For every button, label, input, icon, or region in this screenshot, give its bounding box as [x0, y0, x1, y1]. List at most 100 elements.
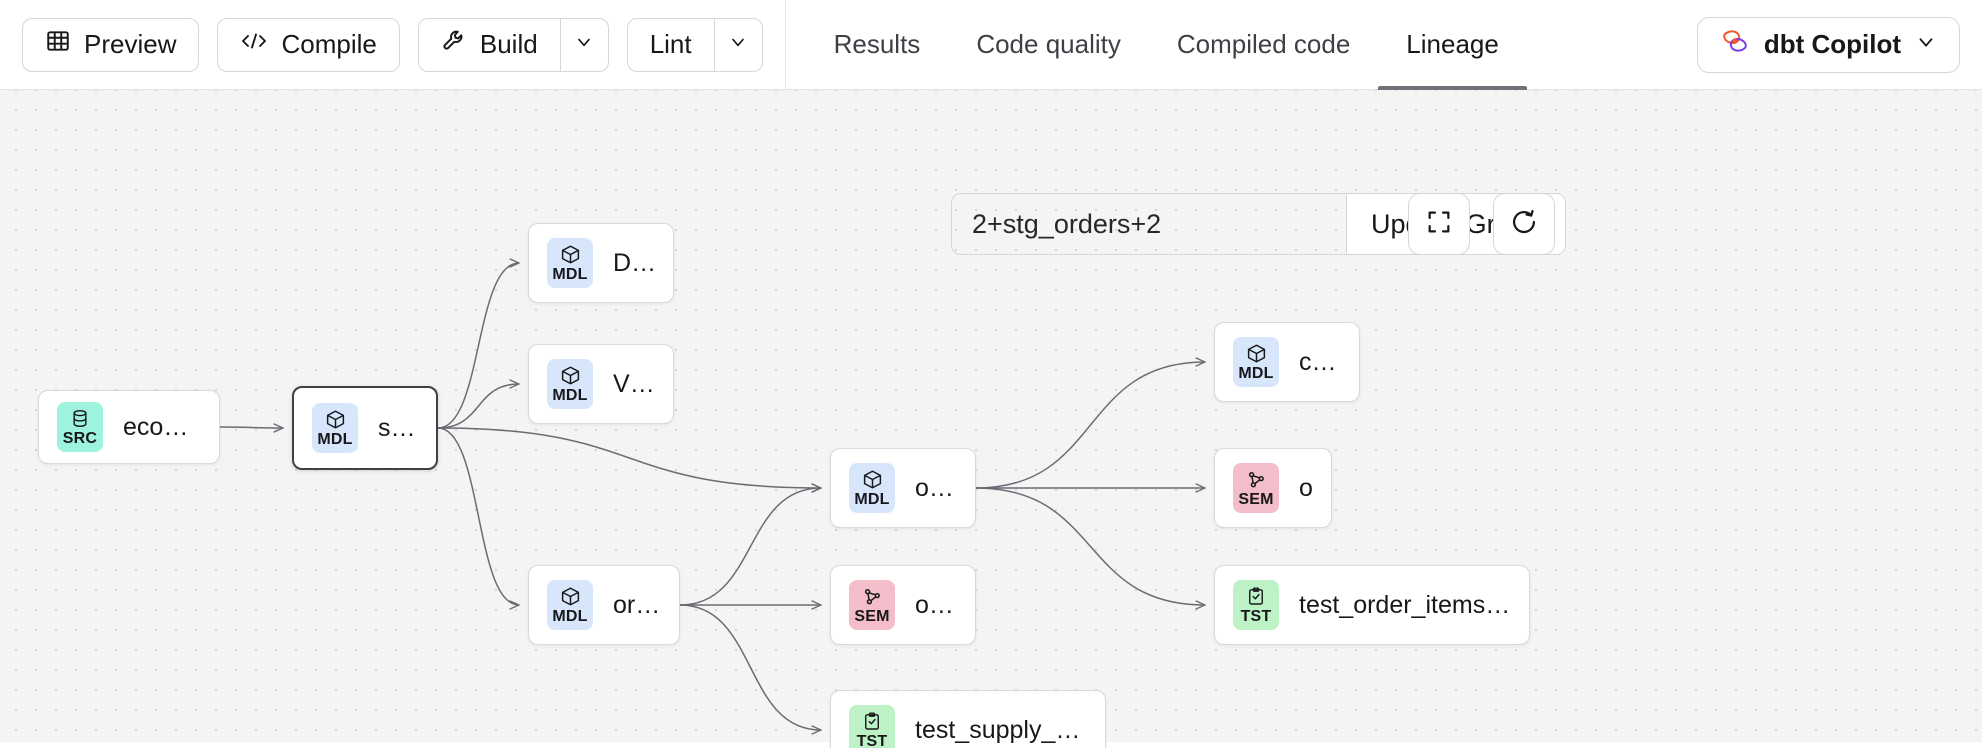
node-type-label: SRC	[62, 429, 98, 447]
tab-code-quality[interactable]: Code quality	[948, 0, 1149, 90]
lineage-node-order-item[interactable]: SEM order_item	[830, 565, 976, 645]
node-type-label: MDL	[317, 430, 353, 448]
semantic-icon	[861, 586, 883, 608]
clipboard-check-icon	[1246, 586, 1266, 608]
semantic-icon	[1245, 469, 1267, 491]
top-toolbar: Preview Compile Build	[0, 0, 1982, 90]
lineage-node-customers[interactable]: MDL customers	[1214, 322, 1360, 402]
compile-button[interactable]: Compile	[217, 17, 400, 72]
node-label: orders	[915, 473, 957, 502]
node-type-badge-mdl: MDL	[547, 580, 593, 630]
node-type-badge-mdl: MDL	[849, 463, 895, 513]
tab-lineage-label: Lineage	[1406, 29, 1499, 59]
lint-button[interactable]: Lint	[628, 19, 714, 71]
graph-selector-input[interactable]	[952, 194, 1346, 254]
node-type-badge-src: SRC	[57, 402, 103, 452]
node-type-badge-mdl: MDL	[312, 403, 358, 453]
database-icon	[70, 408, 90, 430]
lineage-edge	[679, 604, 821, 730]
chevron-down-icon	[728, 32, 748, 57]
lineage-node-ecom-raw-orders[interactable]: SRC ecom.raw_orders	[38, 390, 220, 464]
preview-button[interactable]: Preview	[22, 17, 200, 72]
fullscreen-icon	[1425, 208, 1453, 241]
lineage-edge	[219, 427, 283, 428]
build-label: Build	[479, 29, 538, 59]
dbt-copilot-label: dbt Copilot	[1763, 29, 1901, 59]
node-type-label: TST	[1240, 607, 1272, 625]
node-type-badge-sem: SEM	[849, 580, 895, 630]
lint-dropdown-toggle[interactable]	[713, 18, 762, 71]
lint-label: Lint	[649, 29, 692, 59]
lineage-node-ve-demo[interactable]: MDL VE_Demo	[528, 344, 674, 424]
build-split-button: Build	[417, 17, 609, 72]
node-type-label: MDL	[552, 265, 588, 283]
node-type-badge-sem: SEM	[1233, 463, 1279, 513]
cube-icon	[1246, 343, 1267, 365]
code-icon	[240, 29, 268, 60]
cube-icon	[862, 469, 883, 491]
cube-icon	[560, 586, 581, 608]
tab-results-label: Results	[833, 29, 921, 59]
node-type-badge-tst: TST	[849, 705, 895, 748]
lineage-node-order-items[interactable]: MDLorder_items	[528, 565, 680, 645]
chevron-down-icon	[574, 32, 594, 57]
view-tabs: Results Code quality Compiled code Linea…	[806, 0, 1527, 90]
lineage-node-stg-orders[interactable]: MDL stg_orders	[292, 386, 438, 470]
lineage-edge	[679, 488, 821, 606]
node-label: test_order_items_compute_to_bools_c…	[1299, 590, 1511, 619]
wrench-icon	[441, 28, 467, 61]
lineage-canvas[interactable]: SRCecom.raw_ordersMDLstg_ordersMDLDemoMD…	[0, 90, 1982, 748]
lineage-edge	[437, 427, 519, 605]
lineage-edge	[975, 362, 1205, 489]
lineage-node-demo[interactable]: MDL Demo	[528, 223, 674, 303]
node-type-badge-mdl: MDL	[547, 359, 593, 409]
lineage-node-test-order-items-compute-to-bools-c-[interactable]: TST test_order_items_compute_to_bools_c…	[1214, 565, 1530, 645]
build-button[interactable]: Build	[419, 19, 560, 71]
lineage-node-test-supply-costs-sum-correctly[interactable]: TST test_supply_costs_sum_correctly	[830, 690, 1106, 748]
node-type-label: MDL	[854, 490, 890, 508]
lineage-edge	[437, 263, 519, 429]
toolbar-actions: Preview Compile Build	[22, 17, 763, 72]
lineage-node-orders[interactable]: SEM orders	[1214, 448, 1332, 528]
chevron-down-icon	[1915, 29, 1937, 60]
refresh-button[interactable]	[1493, 193, 1555, 255]
dbt-copilot-button[interactable]: dbt Copilot	[1696, 16, 1960, 73]
node-type-label: SEM	[1238, 490, 1274, 508]
node-label: VE_Demo	[613, 369, 655, 398]
node-label: stg_orders	[378, 413, 418, 442]
dbt-copilot-icon	[1720, 26, 1750, 63]
build-dropdown-toggle[interactable]	[559, 18, 608, 71]
lineage-edge	[437, 427, 821, 488]
node-label: orders	[1299, 473, 1313, 502]
refresh-icon	[1510, 208, 1538, 241]
lineage-edge	[437, 384, 519, 429]
node-type-label: SEM	[854, 607, 890, 625]
tab-compiled-code[interactable]: Compiled code	[1149, 0, 1378, 90]
cube-icon	[560, 244, 581, 266]
lineage-node-orders[interactable]: MDL orders	[830, 448, 976, 528]
clipboard-check-icon	[862, 711, 882, 733]
cube-icon	[560, 365, 581, 387]
lineage-edge	[975, 487, 1205, 605]
node-type-label: TST	[856, 732, 888, 748]
graph-selector-box: Update Graph	[951, 193, 1566, 255]
cube-icon	[325, 409, 346, 431]
graph-controls: Update Graph	[951, 193, 1566, 255]
node-type-badge-tst: TST	[1233, 580, 1279, 630]
node-label: order_item	[915, 590, 957, 619]
tab-results[interactable]: Results	[806, 0, 949, 90]
node-label: test_supply_costs_sum_correctly	[915, 715, 1087, 744]
fullscreen-button[interactable]	[1408, 193, 1470, 255]
lint-split-button: Lint	[626, 17, 763, 72]
table-icon	[45, 28, 71, 61]
tab-compiled-code-label: Compiled code	[1176, 29, 1351, 59]
preview-label: Preview	[84, 29, 177, 59]
node-type-badge-mdl: MDL	[547, 238, 593, 288]
node-label: customers	[1299, 347, 1341, 376]
node-label: Demo	[613, 248, 655, 277]
tab-lineage[interactable]: Lineage	[1378, 0, 1527, 90]
tab-code-quality-label: Code quality	[976, 29, 1121, 59]
node-label: ecom.raw_orders	[123, 412, 201, 441]
node-type-label: MDL	[1238, 364, 1274, 382]
node-type-label: MDL	[552, 607, 588, 625]
